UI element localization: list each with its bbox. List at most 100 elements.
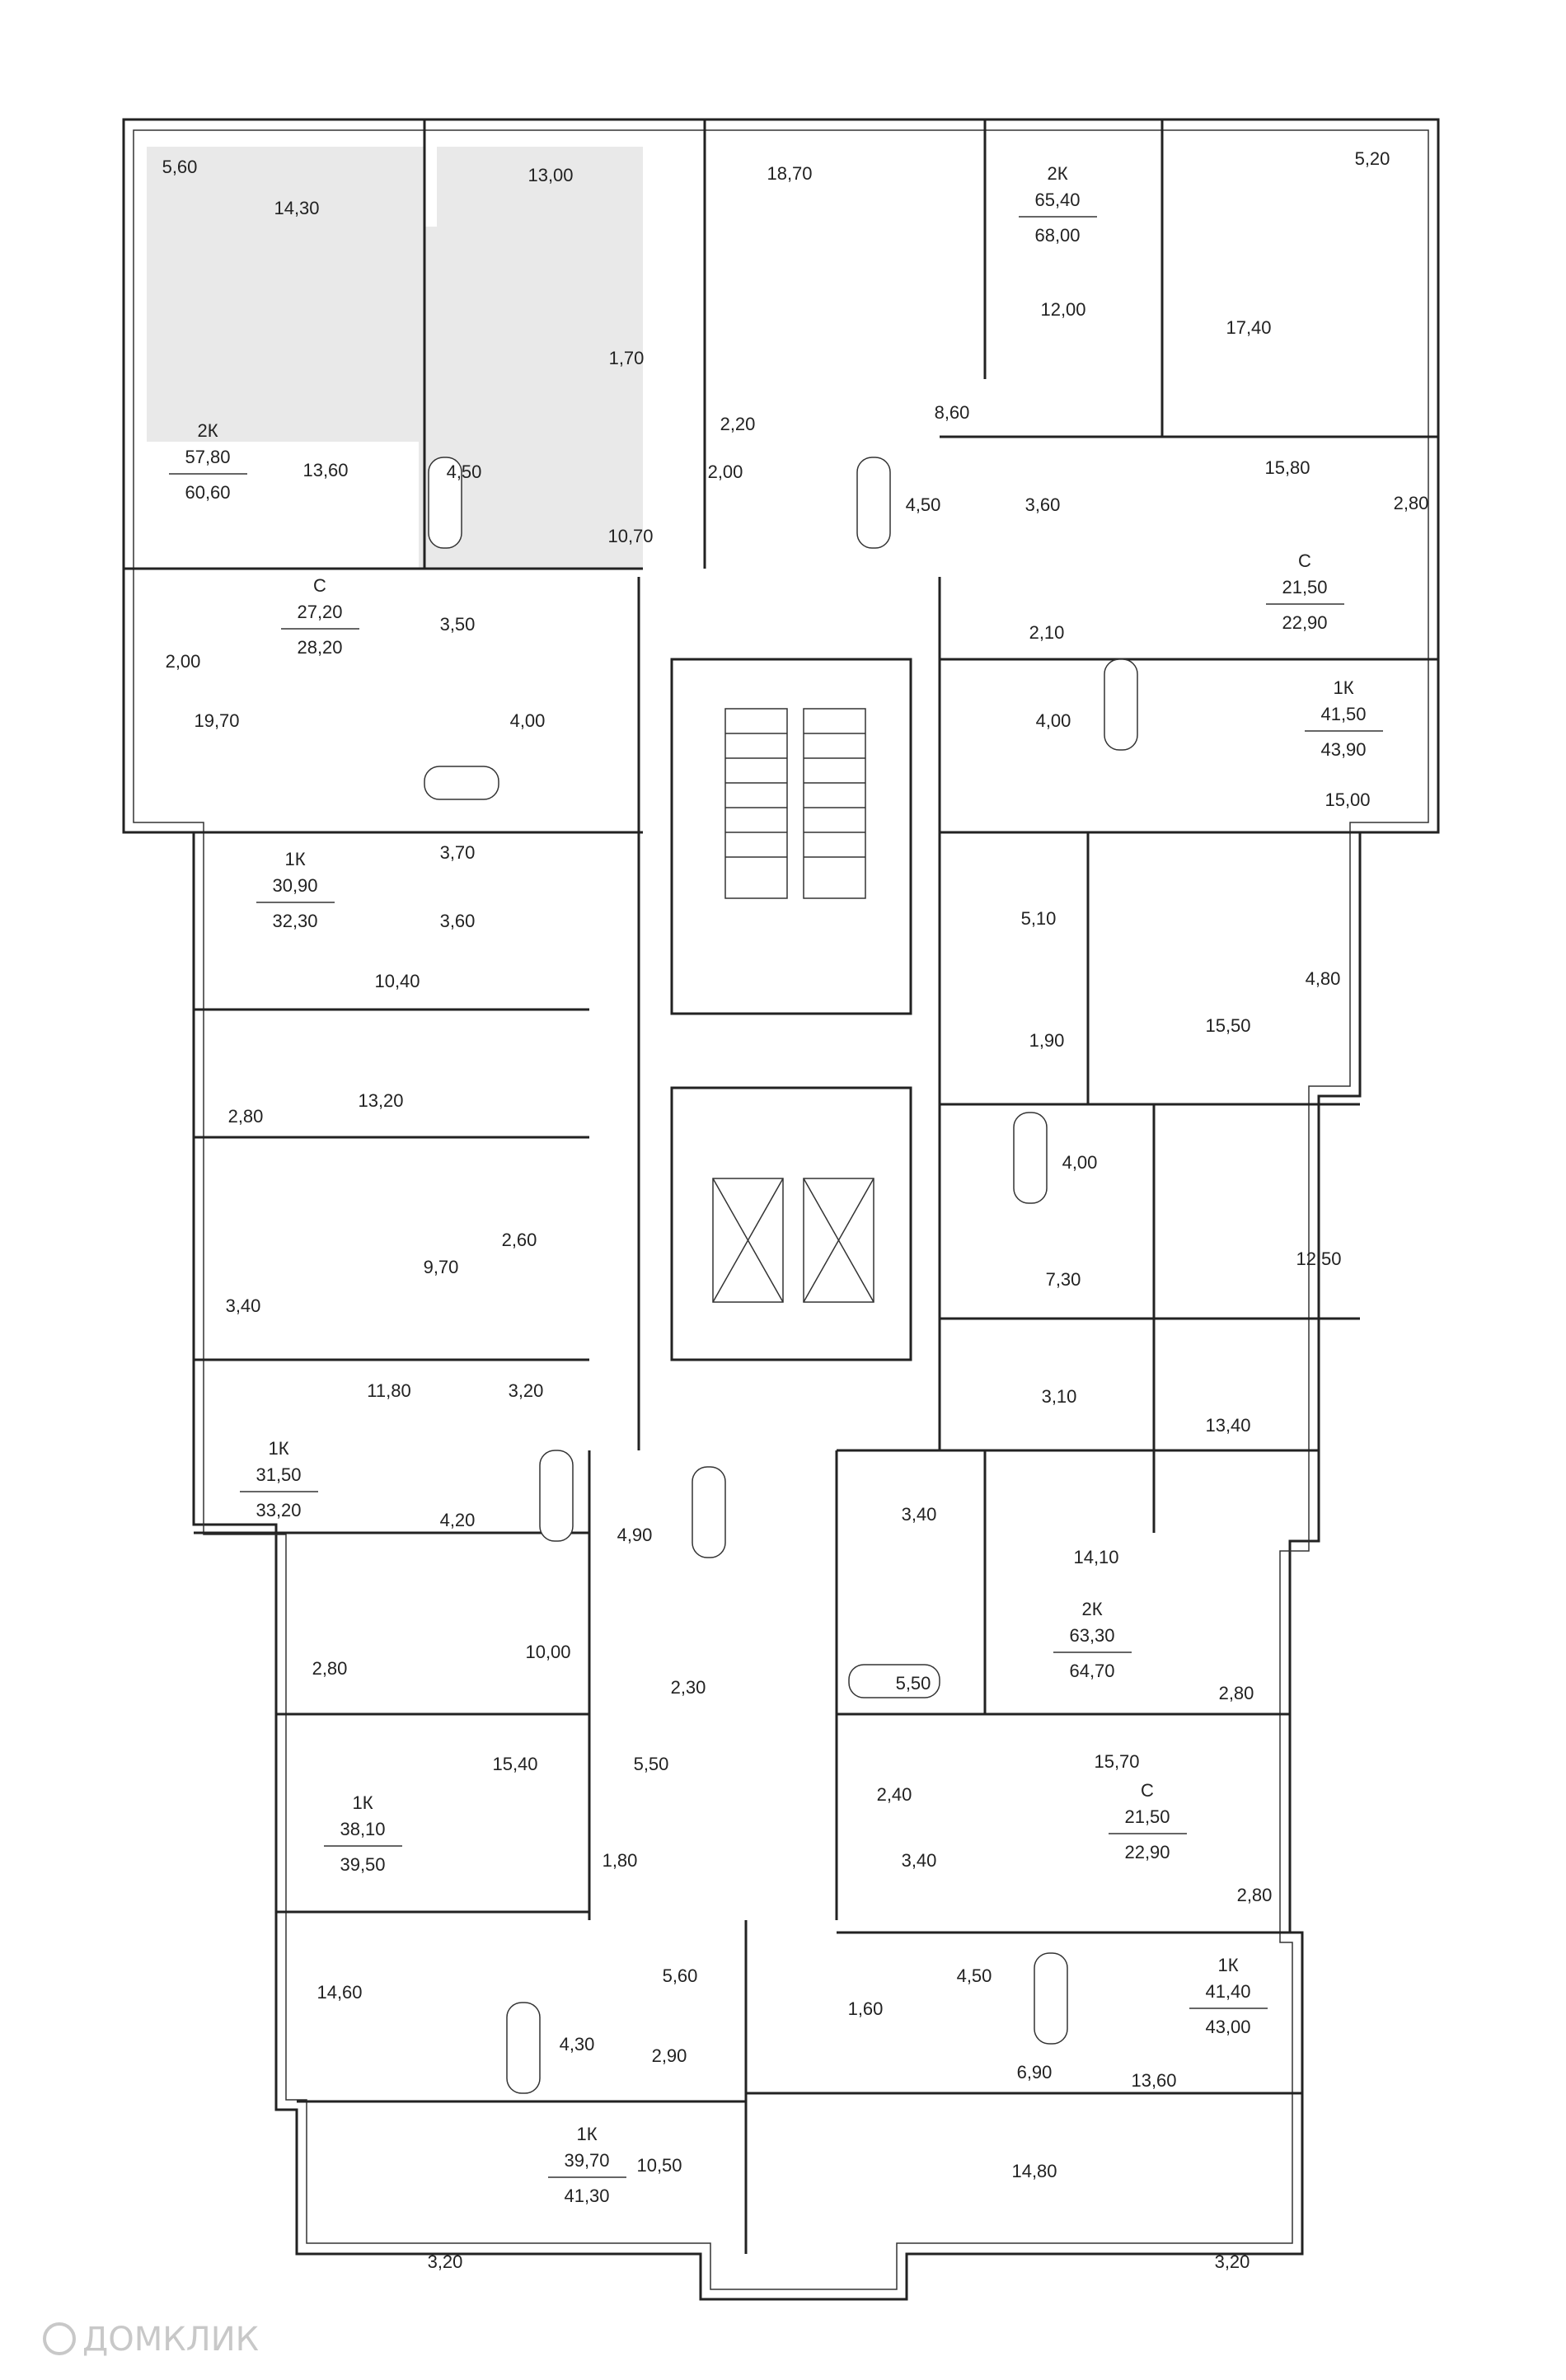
apt-12-living: 39,70	[564, 2150, 609, 2171]
apt-12-total: 41,30	[564, 2186, 609, 2206]
room-area: 18,70	[767, 163, 812, 184]
apt-4-type: С	[313, 575, 326, 596]
highlighted-apartment	[147, 147, 643, 569]
apt-6-living: 30,90	[272, 875, 317, 896]
apt-6-total: 32,30	[272, 911, 317, 931]
apt-4-living: 27,20	[297, 602, 342, 622]
room-area: 8,60	[935, 402, 970, 423]
room-area: 2,80	[228, 1106, 264, 1127]
apt-9-living: 38,10	[340, 1819, 385, 1839]
room-area: 13,60	[1131, 2070, 1176, 2091]
apt-10-type: С	[1141, 1780, 1154, 1801]
apt-1-total: 60,60	[185, 482, 230, 503]
room-area: 2,30	[671, 1677, 706, 1698]
apt-10[interactable]: С 21,50 22,90	[1109, 1780, 1187, 1862]
stair-core	[670, 658, 912, 1015]
apt-3-living: 21,50	[1282, 577, 1327, 597]
apt-8[interactable]: 2К 63,30 64,70	[1053, 1599, 1132, 1681]
apt-9[interactable]: 1К 38,10 39,50	[324, 1792, 402, 1875]
room-area: 2,00	[708, 461, 743, 482]
room-area: 3,60	[440, 911, 476, 931]
room-area: 2,60	[502, 1230, 537, 1250]
room-area: 2,10	[1029, 622, 1065, 643]
apt-9-total: 39,50	[340, 1854, 385, 1875]
apt-5-total: 43,90	[1320, 739, 1366, 760]
stair-flight-right	[803, 708, 866, 899]
room-area: 1,60	[848, 1998, 884, 2019]
room-area: 15,70	[1094, 1751, 1139, 1772]
room-area: 13,40	[1205, 1415, 1250, 1436]
apt-7[interactable]: 1К 31,50 33,20	[240, 1438, 318, 1520]
apt-11-living: 41,40	[1205, 1981, 1250, 2002]
room-area: 1,80	[602, 1850, 638, 1871]
room-area: 5,60	[663, 1965, 698, 1986]
apt-1[interactable]: 2К 57,80 60,60	[169, 420, 247, 503]
room-area: 5,60	[162, 157, 198, 177]
room-area: 3,40	[226, 1295, 261, 1316]
building-outline	[122, 118, 1440, 2301]
room-area: 3,60	[1025, 494, 1061, 515]
elevator-shaft-1	[712, 1178, 784, 1303]
room-labels: 5,60 14,30 13,00 1,70 13,60 4,50 10,70 1…	[162, 148, 1429, 2272]
room-area: 3,20	[509, 1380, 544, 1401]
apt-5[interactable]: 1К 41,50 43,90	[1305, 677, 1383, 760]
apt-11[interactable]: 1К 41,40 43,00	[1189, 1955, 1268, 2037]
apt-12-type: 1К	[576, 2124, 597, 2144]
room-area: 9,70	[424, 1257, 459, 1277]
room-area: 4,50	[447, 461, 482, 482]
room-area: 4,00	[510, 710, 546, 731]
apt-8-living: 63,30	[1069, 1625, 1114, 1646]
room-area: 3,20	[1215, 2251, 1250, 2272]
room-area: 10,40	[374, 971, 420, 991]
room-area: 1,70	[609, 348, 645, 368]
room-area: 2,90	[652, 2045, 687, 2066]
apt-2-total: 68,00	[1034, 225, 1080, 246]
stair-flight-left	[724, 708, 788, 899]
apt-9-type: 1К	[352, 1792, 373, 1813]
room-area: 2,80	[1237, 1885, 1273, 1905]
room-area: 1,90	[1029, 1030, 1065, 1051]
room-area: 3,40	[902, 1504, 937, 1525]
room-area: 5,20	[1355, 148, 1390, 169]
room-area: 12,00	[1040, 299, 1085, 320]
room-area: 2,80	[1394, 493, 1429, 513]
room-area: 17,40	[1226, 317, 1271, 338]
room-area: 2,80	[1219, 1683, 1254, 1703]
room-area: 10,50	[636, 2155, 682, 2176]
room-area: 3,50	[440, 614, 476, 635]
apt-2[interactable]: 2К 65,40 68,00	[1019, 163, 1097, 246]
room-area: 13,20	[358, 1090, 403, 1111]
apt-3[interactable]: С 21,50 22,90	[1266, 550, 1344, 633]
room-area: 5,50	[896, 1673, 931, 1694]
apt-12[interactable]: 1К 39,70 41,30	[548, 2124, 626, 2206]
room-area: 4,20	[440, 1510, 476, 1530]
room-area: 3,40	[902, 1850, 937, 1871]
elevator-shaft-2	[803, 1178, 874, 1303]
apt-6-type: 1К	[284, 849, 305, 869]
apt-1-type: 2К	[197, 420, 218, 441]
room-area: 10,70	[607, 526, 653, 546]
room-area: 15,80	[1264, 457, 1310, 478]
room-area: 11,80	[367, 1380, 410, 1401]
room-area: 5,10	[1021, 908, 1057, 929]
apt-8-type: 2К	[1081, 1599, 1102, 1619]
room-area: 3,10	[1042, 1386, 1077, 1407]
room-area: 15,50	[1205, 1015, 1250, 1036]
apt-6[interactable]: 1К 30,90 32,30	[256, 849, 335, 931]
apt-5-living: 41,50	[1320, 704, 1366, 724]
room-area: 4,30	[560, 2034, 595, 2054]
apt-7-living: 31,50	[256, 1464, 301, 1485]
apt-4[interactable]: С 27,20 28,20	[281, 575, 359, 658]
room-area: 2,20	[720, 414, 756, 434]
room-area: 14,30	[274, 198, 319, 218]
room-area: 2,80	[312, 1658, 348, 1679]
watermark: ДОМКЛИК	[43, 2321, 259, 2359]
building-inner-outline	[133, 129, 1429, 2290]
room-area: 12,50	[1296, 1249, 1341, 1269]
room-area: 4,00	[1036, 710, 1071, 731]
room-area: 13,00	[527, 165, 573, 185]
elevator-lobby	[670, 1086, 912, 1361]
apt-2-type: 2К	[1047, 163, 1067, 184]
